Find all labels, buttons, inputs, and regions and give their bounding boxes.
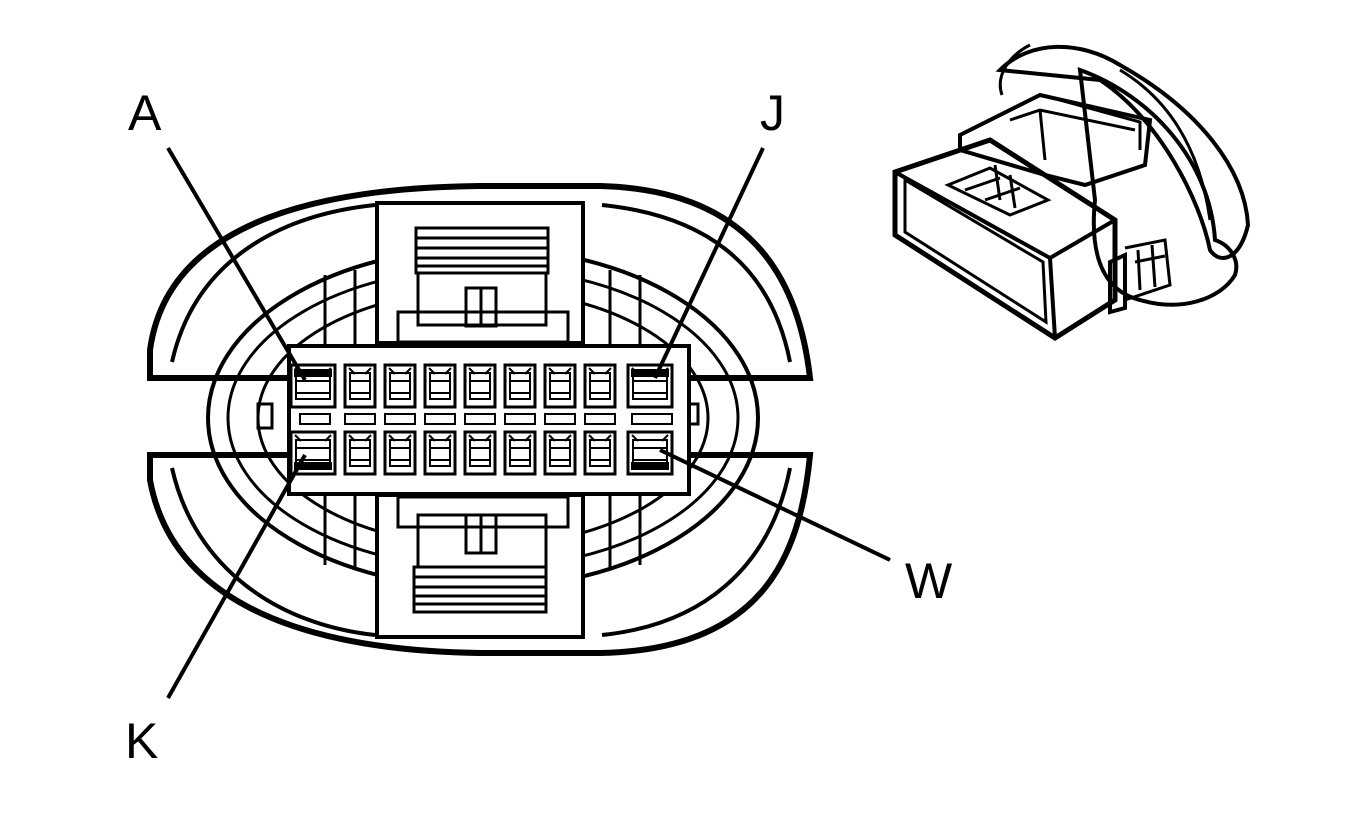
pin-label-k: K: [125, 713, 158, 769]
pin-cavity: [463, 430, 497, 476]
pin-cavity: [423, 363, 457, 409]
leader-line-a: [166, 146, 307, 382]
pin-separator-slot: [631, 413, 673, 425]
pin-cavity: [583, 430, 617, 476]
pin-cavity: [423, 430, 457, 476]
pin-label-j: J: [760, 85, 785, 141]
pin-separator-slot: [584, 413, 616, 425]
pin-cavity: [543, 363, 577, 409]
leader-line-j: [653, 147, 765, 379]
leader-line-k: [166, 454, 307, 699]
pin-cavity: [383, 363, 417, 409]
top-latch: [375, 201, 585, 345]
pin-cavity: [343, 430, 377, 476]
bottom-latch: [375, 493, 585, 639]
pin-label-a: A: [128, 85, 162, 141]
pin-cavity: [626, 363, 674, 409]
connector-isometric-view: [892, 43, 1251, 341]
pin-separator-slot: [464, 413, 496, 425]
pin-cavities: [289, 363, 674, 476]
pin-separator-slot: [544, 413, 576, 425]
pin-cavity: [583, 363, 617, 409]
connector-face-view: A J K W: [125, 85, 953, 769]
pin-cavity: [343, 363, 377, 409]
pin-separator-slot: [424, 413, 456, 425]
pin-cavity: [503, 430, 537, 476]
outer-housing-bottom: [147, 452, 814, 656]
pin-separator-slot: [384, 413, 416, 425]
pin-cavity: [383, 430, 417, 476]
outer-housing: [147, 183, 814, 381]
pin-separator-slot: [504, 413, 536, 425]
pin-cavity: [463, 363, 497, 409]
pin-separator-slot: [299, 413, 331, 425]
pin-separator-slot: [344, 413, 376, 425]
pin-label-w: W: [905, 553, 953, 609]
mating-shroud: [892, 137, 1118, 341]
pin-cavity: [543, 430, 577, 476]
pin-cavity: [503, 363, 537, 409]
leader-line-w: [659, 448, 891, 562]
